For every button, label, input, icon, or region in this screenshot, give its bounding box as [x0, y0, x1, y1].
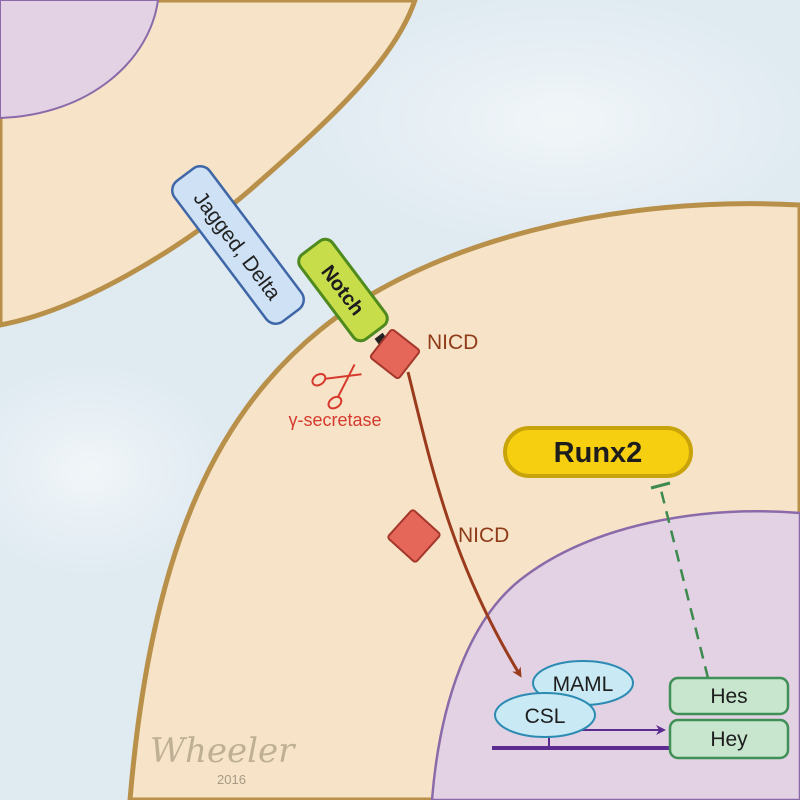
csl-transcription-factor	[494, 692, 596, 738]
hey-label: Hey	[710, 728, 748, 751]
csl-label: CSL	[525, 705, 566, 728]
maml-label: MAML	[553, 673, 614, 696]
background-highlight	[0, 360, 230, 580]
nicd-label-membrane: NICD	[427, 331, 478, 354]
hey-gene	[668, 718, 790, 760]
inhibition-bar	[650, 481, 671, 490]
signaling-cell-nucleus	[0, 0, 160, 120]
notch-transmembrane-domain	[374, 332, 388, 346]
runx2-label: Runx2	[554, 437, 643, 469]
nicd-label-cytoplasm: NICD	[458, 524, 509, 547]
runx2-target	[503, 426, 693, 478]
nicd-cytoplasmic	[387, 509, 441, 563]
background-highlight	[300, 0, 800, 250]
gamma-secretase-label: γ-secretase	[288, 410, 381, 430]
inhibition-line	[658, 485, 710, 679]
nicd-translocation-arrow	[406, 371, 522, 678]
scissors-icon	[311, 364, 362, 410]
artist-signature: Wheeler	[150, 731, 296, 771]
hes-label: Hes	[710, 685, 747, 708]
hes-gene	[668, 676, 790, 716]
signature-year: 2016	[217, 772, 246, 787]
nicd-membrane-domain	[369, 328, 421, 380]
